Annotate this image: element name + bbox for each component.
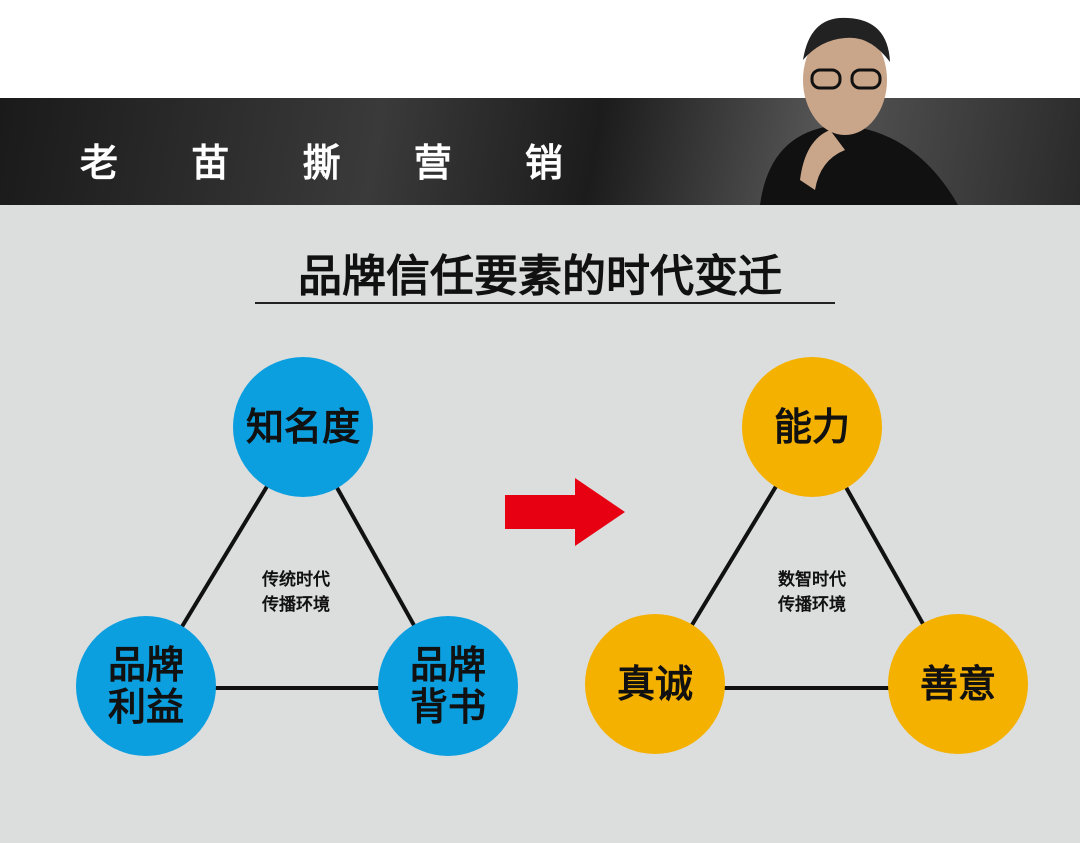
node-sincerity: 真诚 [585,614,725,754]
center-label-1: 数智时代 [778,570,846,590]
title-underline [255,302,835,304]
center-label-2: 传播环境 [262,595,330,615]
right-arrow-icon [505,478,625,546]
brand-name: 老 苗 撕 营 销 [80,141,593,185]
node-goodwill: 善意 [888,614,1028,754]
center-label-2: 传播环境 [778,595,846,615]
page-title: 品牌信任要素的时代变迁 [298,251,782,302]
header-white [0,0,1080,98]
node-ability: 能力 [742,357,882,497]
node-awareness: 知名度 [233,357,373,497]
node-brand-benefit: 品牌利益 [76,616,216,756]
node-brand-endorsement: 品牌背书 [378,616,518,756]
portrait [760,17,958,205]
center-label-1: 传统时代 [262,570,330,590]
